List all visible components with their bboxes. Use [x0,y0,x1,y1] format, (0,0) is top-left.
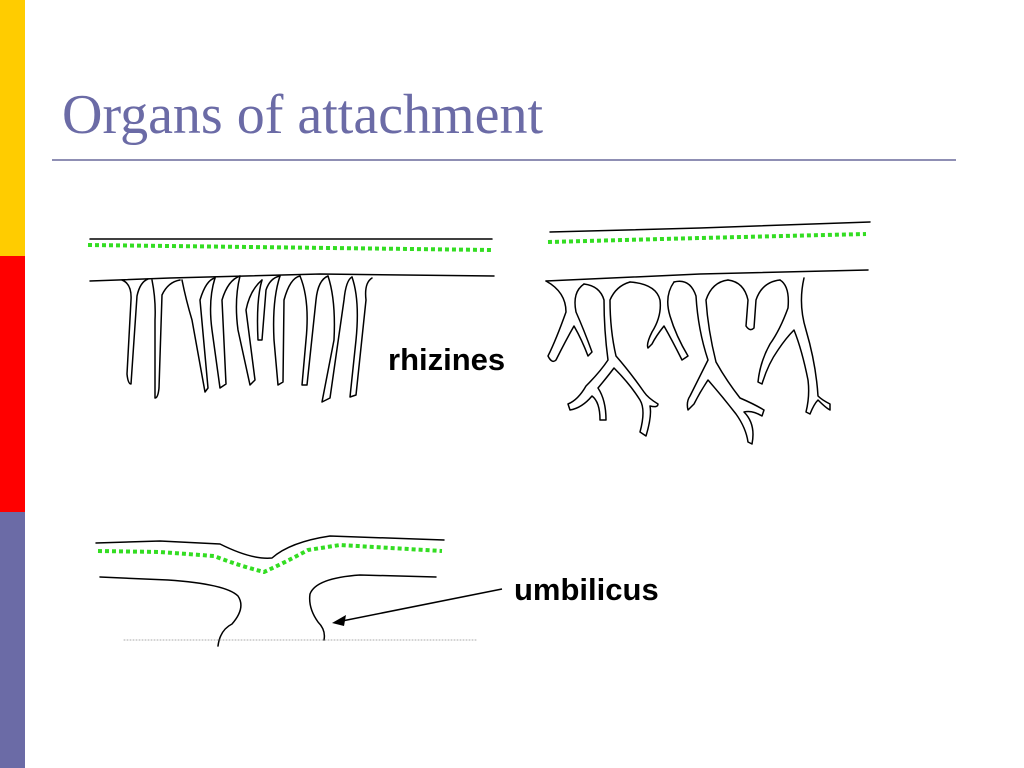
arrowhead [332,615,346,626]
rhizine [121,278,149,385]
rhizine [235,275,263,386]
rhizine [321,275,353,403]
branched-rhizine [727,279,781,331]
upper-surface-line [549,221,871,233]
lower-surface-line [308,574,437,641]
slide-title: Organs of attachment [62,84,544,146]
algal-layer-line [547,232,867,244]
sidebar-bar-blue [0,512,25,768]
rhizine [349,276,373,398]
branched-rhizine [567,281,659,437]
upper-surface-line [95,535,445,559]
rhizines-label: rhizines [388,342,506,377]
umbilicus-label: umbilicus [514,572,659,607]
sidebar-bar-red [0,256,25,512]
rhizine [209,275,241,389]
branched-rhizine [757,277,831,415]
algal-layer-line [87,243,493,252]
sidebar-bar-yellow [0,0,25,256]
branched-rhizine [545,280,593,363]
title-underline [52,159,956,161]
branched-rhizine [673,279,765,445]
algal-layer-line [97,543,443,574]
branched-rhizines-diagram [545,221,871,445]
umbilicus-diagram [95,535,479,647]
branched-rhizine [629,281,689,361]
rhizine [151,279,181,399]
umbilicus-pointer-arrow [332,588,503,626]
lower-surface-line [89,273,495,282]
rhizine [256,275,281,341]
rhizine [272,275,301,386]
rhizine [299,275,329,386]
lower-surface-line [545,269,869,282]
rhizine [181,277,216,393]
simple-rhizines-diagram [87,238,495,403]
slide-sidebar [0,0,25,768]
lower-surface-line [99,576,242,647]
